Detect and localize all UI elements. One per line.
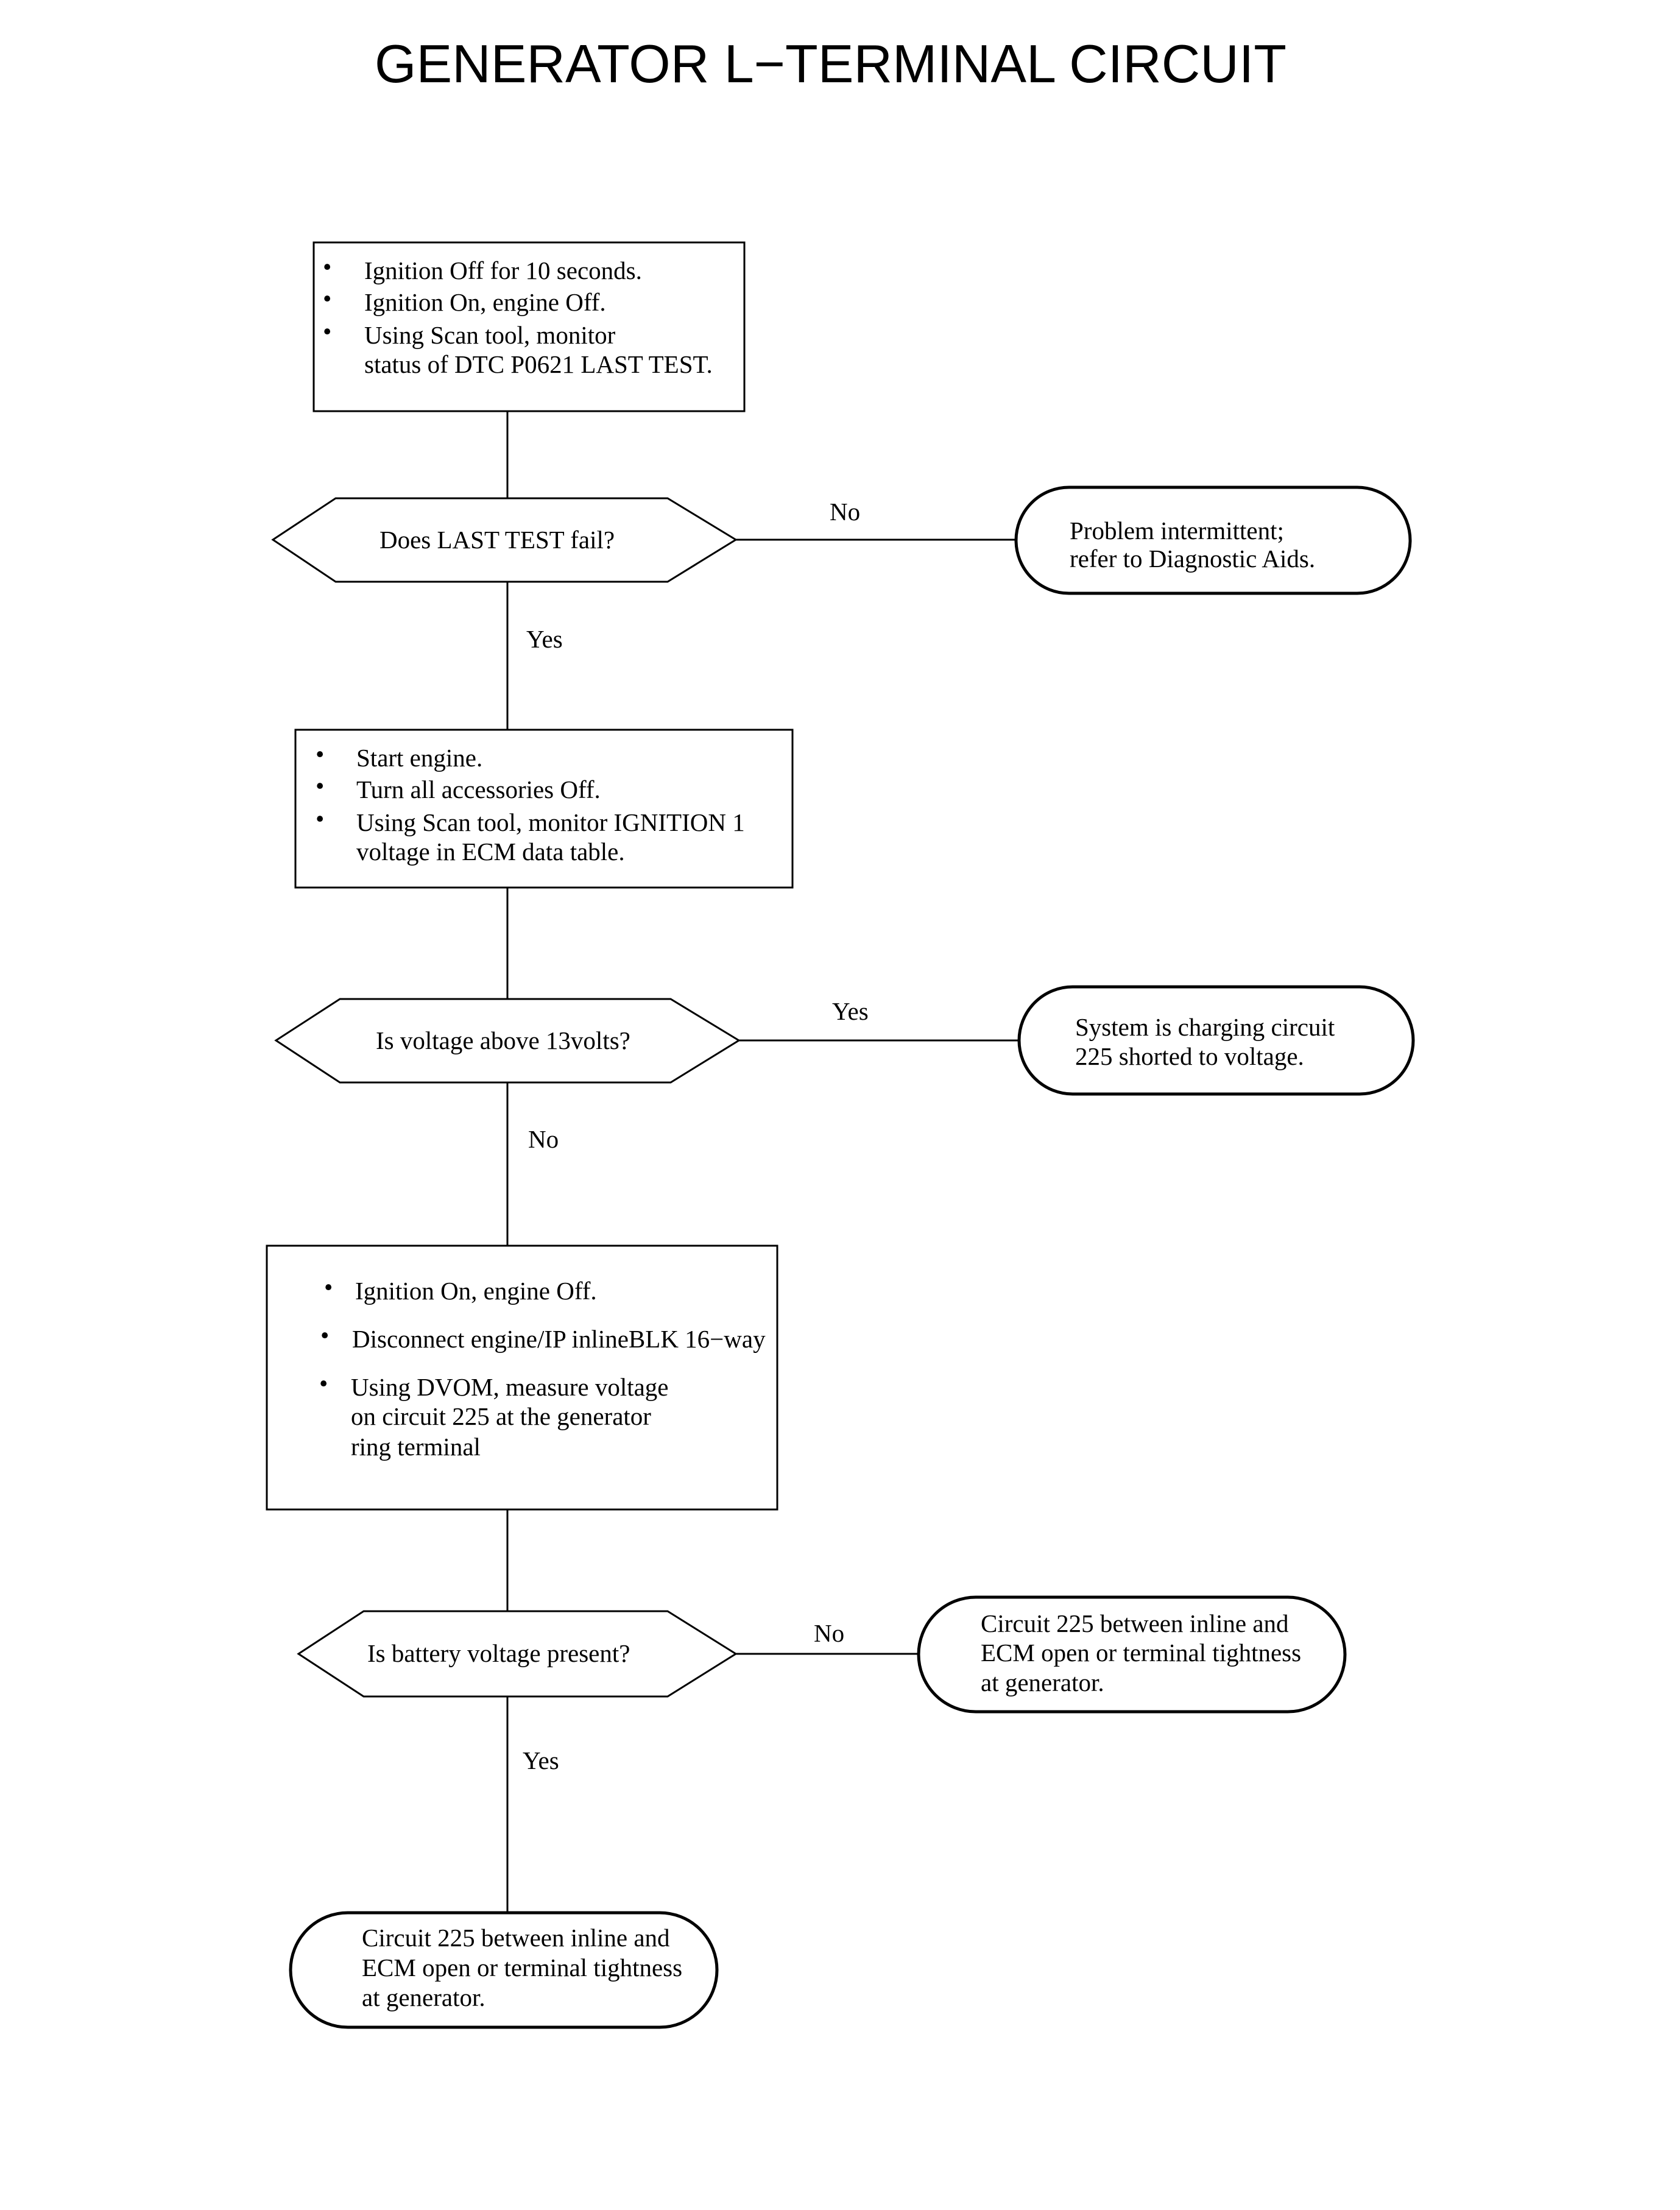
decision-last-test-fail: Does LAST TEST fail? <box>271 497 738 583</box>
bullet: • <box>323 253 331 281</box>
box-line: status of DTC P0621 LAST TEST. <box>364 350 713 378</box>
bullet: • <box>316 805 324 833</box>
page-title: GENERATOR L−TERMINAL CIRCUIT <box>375 34 1286 94</box>
branch-label-yes: Yes <box>526 625 563 653</box>
connectors <box>506 411 1019 1913</box>
box-line: Ignition On, engine Off. <box>364 288 606 316</box>
terminal-line: refer to Diagnostic Aids. <box>1070 545 1315 573</box>
terminal-line: ECM open or terminal tightness <box>981 1639 1301 1667</box>
process-box-engine-check: • Start engine. • Turn all accessories O… <box>294 729 794 889</box>
bullet: • <box>324 1273 333 1301</box>
bullet: • <box>323 317 331 345</box>
terminal-line: Circuit 225 between inline and <box>362 1924 670 1952</box>
bullet: • <box>320 1321 329 1349</box>
box-line: Using DVOM, measure voltage <box>351 1373 669 1401</box>
bullet: • <box>319 1369 328 1397</box>
terminal-line: 225 shorted to voltage. <box>1075 1042 1304 1070</box>
bullet: • <box>316 772 324 800</box>
decision-battery-voltage-present: Is battery voltage present? <box>297 1610 738 1698</box>
terminal-line: ECM open or terminal tightness <box>362 1954 682 1982</box>
box-line: voltage in ECM data table. <box>356 838 625 866</box>
terminal-charging-circuit-shorted: System is charging circuit 225 shorted t… <box>1017 985 1415 1096</box>
terminal-problem-intermittent: Problem intermittent; refer to Diagnosti… <box>1014 485 1412 595</box>
box-line: on circuit 225 at the generator <box>351 1402 651 1430</box>
branch-label-yes: Yes <box>523 1746 559 1774</box>
process-box-dvom-measure: • Ignition On, engine Off. • Disconnect … <box>266 1244 778 1511</box>
decision-voltage-above-13: Is voltage above 13volts? <box>274 998 741 1084</box>
terminal-circuit-225-open-right: Circuit 225 between inline and ECM open … <box>917 1595 1347 1714</box>
branch-label-no: No <box>830 498 860 526</box>
bullet: • <box>316 740 324 768</box>
box-line: ring terminal <box>351 1433 481 1461</box>
terminal-circuit-225-open-bottom: Circuit 225 between inline and ECM open … <box>289 1911 719 2029</box>
decision-question: Is battery voltage present? <box>367 1639 630 1667</box>
box-line: Using Scan tool, monitor <box>364 321 616 349</box>
box-line: Ignition Off for 10 seconds. <box>364 256 642 284</box>
terminal-line: Problem intermittent; <box>1070 517 1284 545</box>
box-line: Ignition On, engine Off. <box>355 1277 597 1305</box>
box-line: Start engine. <box>356 744 482 772</box>
box-line: Disconnect engine/IP inlineBLK 16−way <box>352 1325 766 1353</box>
terminal-line: at generator. <box>981 1668 1104 1696</box>
decision-question: Is voltage above 13volts? <box>376 1026 630 1054</box>
branch-label-no: No <box>528 1125 559 1153</box>
terminal-line: System is charging circuit <box>1075 1013 1335 1041</box>
decision-question: Does LAST TEST fail? <box>379 526 615 554</box>
box-line: Turn all accessories Off. <box>356 775 601 803</box>
box-line: Using Scan tool, monitor IGNITION 1 <box>356 808 745 836</box>
terminal-line: Circuit 225 between inline and <box>981 1609 1289 1637</box>
bullet: • <box>323 284 331 312</box>
branch-label-yes: Yes <box>832 997 869 1025</box>
process-box-initial-check: • Ignition Off for 10 seconds. • Ignitio… <box>312 241 746 412</box>
branch-label-no: No <box>814 1619 844 1647</box>
terminal-line: at generator. <box>362 1983 485 2011</box>
